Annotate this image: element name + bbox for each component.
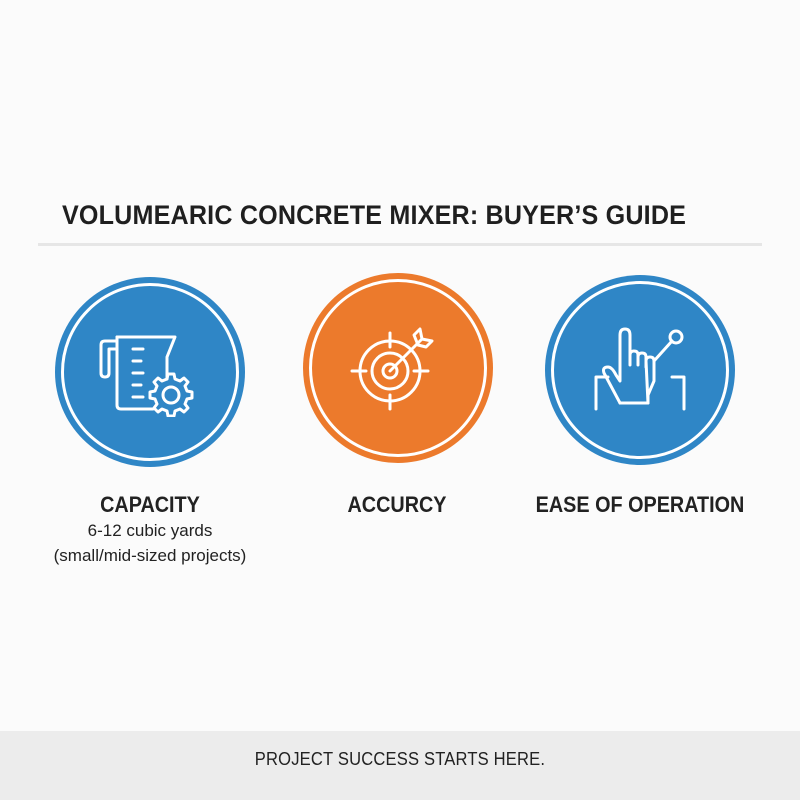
title-divider	[38, 243, 762, 246]
target-arrow-icon	[350, 327, 434, 411]
capacity-detail-range: 6-12 cubic yards	[87, 521, 213, 540]
accuracy-label: ACCURCY	[347, 492, 447, 517]
capacity-detail-scope: (small/mid-sized projects)	[53, 546, 247, 565]
measuring-jug-gear-icon	[99, 335, 194, 417]
footer-band: PROJECT SUCCESS STARTS HERE.	[0, 731, 800, 800]
ease-of-operation-badge	[545, 275, 735, 465]
accuracy-badge	[303, 273, 493, 463]
ease-of-operation-label: EASE OF OPERATION	[535, 492, 745, 517]
footer-tagline: PROJECT SUCCESS STARTS HERE.	[254, 749, 546, 769]
capacity-label: CAPACITY	[100, 492, 200, 517]
page-title: VOLUMEARIC CONCRETE MIXER: BUYER’S GUIDE	[62, 200, 687, 230]
capacity-badge	[55, 277, 245, 467]
hand-joystick-icon	[594, 327, 686, 411]
